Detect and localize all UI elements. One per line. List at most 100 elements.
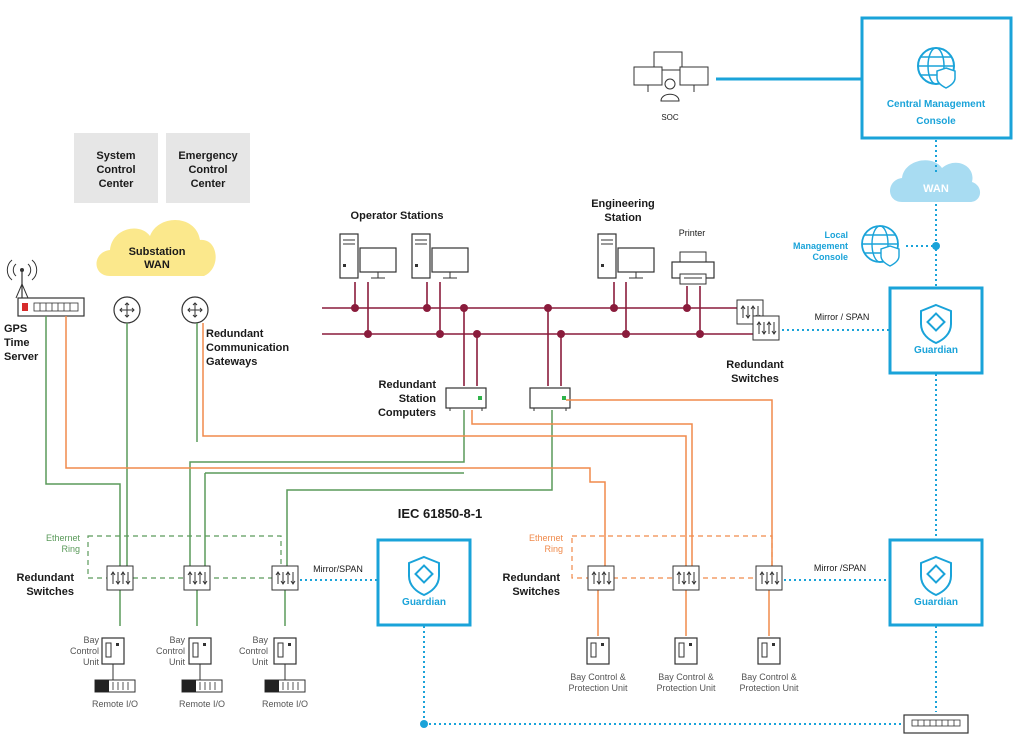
svg-text:Ring: Ring — [61, 544, 80, 554]
gateway-router-icon — [113, 296, 141, 324]
station-computer-icon — [529, 387, 571, 412]
svg-text:Protection Unit: Protection Unit — [739, 683, 799, 693]
junction-dot — [420, 720, 428, 728]
mirror-span-right-label: Mirror /SPAN — [814, 563, 866, 573]
svg-text:Switches: Switches — [26, 586, 74, 598]
svg-text:Local: Local — [824, 230, 848, 240]
svg-text:Control: Control — [188, 164, 227, 176]
bcu-label: Bay Control Unit — [239, 635, 269, 667]
bay-protection-unit-icon — [586, 637, 610, 665]
bottom-switch-icon — [903, 714, 969, 734]
svg-text:Switches: Switches — [731, 373, 779, 385]
bay-protection-unit-icon — [674, 637, 698, 665]
svg-text:Communication: Communication — [206, 342, 289, 354]
svg-text:Bay Control &: Bay Control & — [658, 672, 714, 682]
operator-stations-label: Operator Stations — [351, 210, 444, 222]
guardian-top-box: Guardian — [888, 286, 984, 375]
svg-text:Control: Control — [156, 646, 185, 656]
ethernet-ring-right — [571, 535, 773, 579]
iec-label: IEC 61850-8-1 — [398, 506, 483, 521]
remote-io-label: Remote I/O — [92, 699, 138, 709]
remote-io-label: Remote I/O — [179, 699, 225, 709]
svg-text:Guardian: Guardian — [914, 345, 958, 356]
svg-text:Emergency: Emergency — [178, 150, 238, 162]
svg-text:Bay Control &: Bay Control & — [741, 672, 797, 682]
gateways-label: Redundant — [206, 328, 264, 340]
svg-text:System: System — [96, 150, 135, 162]
printer-label: Printer — [679, 228, 706, 238]
remote-io-icon — [181, 679, 223, 693]
soc-label: SOC — [661, 113, 679, 122]
svg-text:Protection Unit: Protection Unit — [656, 683, 716, 693]
svg-text:Unit: Unit — [83, 657, 100, 667]
system-control-center-box: System Control Center — [74, 133, 158, 203]
ethernet-ring-right-label: Ethernet — [529, 533, 564, 543]
svg-text:Bay: Bay — [252, 635, 268, 645]
top-switches-label: Redundant — [726, 359, 784, 371]
svg-text:Protection Unit: Protection Unit — [568, 683, 628, 693]
bcu-label: Bay Control Unit — [70, 635, 100, 667]
svg-text:WAN: WAN — [144, 259, 170, 271]
orange-links — [65, 316, 773, 636]
bay-protection-unit-icon — [757, 637, 781, 665]
operator-station-icon — [411, 233, 469, 279]
gps-label: GPS — [4, 323, 27, 335]
guardian-left-box: Guardian — [376, 538, 472, 627]
svg-text:Console: Console — [916, 116, 956, 127]
svg-text:Central Management: Central Management — [887, 99, 986, 110]
svg-text:Unit: Unit — [252, 657, 269, 667]
switch-icon — [672, 565, 700, 591]
svg-text:Switches: Switches — [512, 586, 560, 598]
svg-text:Guardian: Guardian — [402, 597, 446, 608]
remote-io-icon — [264, 679, 306, 693]
gps-server-icon — [17, 297, 85, 317]
right-switches-label: Redundant — [503, 572, 561, 584]
svg-text:Control: Control — [239, 646, 268, 656]
local-management-console: Local Management Console — [793, 225, 900, 267]
svg-text:Console: Console — [812, 252, 848, 262]
guardian-right-box: Guardian — [888, 538, 984, 627]
substation-wan-cloud: Substation WAN — [96, 219, 216, 276]
svg-text:Station: Station — [604, 212, 642, 224]
mirror-span-left-label: Mirror/SPAN — [313, 564, 363, 574]
station-computer-icon — [445, 387, 487, 412]
svg-text:Control: Control — [96, 164, 135, 176]
remote-io-label: Remote I/O — [262, 699, 308, 709]
bcpu-label: Bay Control & Protection Unit — [568, 672, 628, 693]
wan-cloud: WAN — [890, 160, 981, 202]
switch-icon — [106, 565, 134, 591]
station-bus — [322, 282, 762, 386]
svg-text:Gateways: Gateways — [206, 356, 257, 368]
svg-text:Center: Center — [191, 178, 227, 190]
bus-junctions — [351, 304, 704, 338]
station-computers-label: Redundant — [379, 379, 437, 391]
printer-icon — [671, 251, 715, 285]
operator-station-icon — [339, 233, 397, 279]
switch-icon — [752, 315, 780, 341]
svg-text:Computers: Computers — [378, 407, 436, 419]
switch-icon — [587, 565, 615, 591]
svg-text:Server: Server — [4, 351, 39, 363]
svg-text:Ring: Ring — [544, 544, 563, 554]
svg-text:Control: Control — [70, 646, 99, 656]
emergency-control-center-box: Emergency Control Center — [166, 133, 250, 203]
rio-links — [112, 664, 286, 680]
gps-antenna-icon — [6, 259, 38, 299]
svg-text:Time: Time — [4, 337, 29, 349]
globe-shield-icon — [861, 225, 900, 267]
switch-icon — [755, 565, 783, 591]
soc-computers-icon — [633, 51, 709, 102]
svg-text:Bay Control &: Bay Control & — [570, 672, 626, 682]
bay-control-unit-icon — [188, 637, 212, 665]
svg-text:Bay: Bay — [83, 635, 99, 645]
remote-io-icon — [94, 679, 136, 693]
svg-text:Guardian: Guardian — [914, 597, 958, 608]
mirror-span-top-label: Mirror / SPAN — [815, 312, 870, 322]
svg-text:Center: Center — [99, 178, 135, 190]
ethernet-ring-left-label: Ethernet — [46, 533, 81, 543]
bay-control-unit-icon — [273, 637, 297, 665]
central-management-console-box: Central Management Console — [860, 16, 1013, 140]
svg-text:Unit: Unit — [169, 657, 186, 667]
switch-icon — [271, 565, 299, 591]
